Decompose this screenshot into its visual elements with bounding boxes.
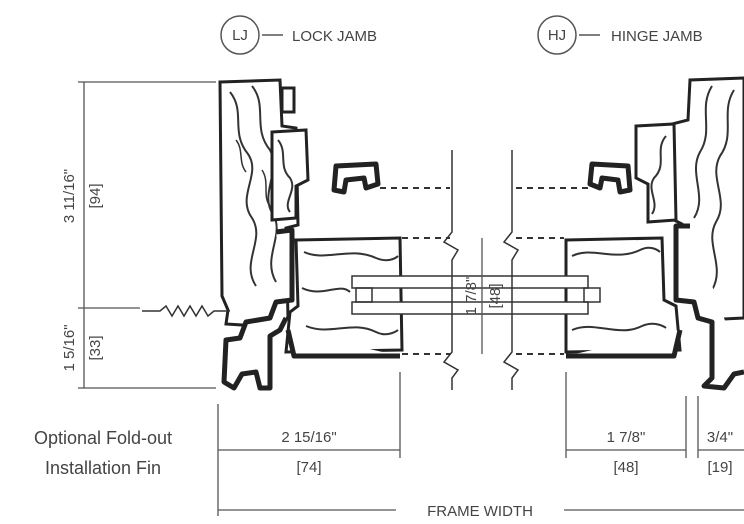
hinge-jamb-label: HINGE JAMB <box>611 28 703 45</box>
lock-jamb-sash-clad <box>285 329 400 359</box>
dim-upper-metric: [94] <box>87 183 104 208</box>
dim-glass-thickness: 1 7/8" [48] <box>463 238 504 354</box>
hinge-jamb-sash-clad <box>566 329 683 359</box>
glass-pane-inner <box>351 301 589 315</box>
installation-fin-line <box>142 304 230 318</box>
dim-fin-depth: 3/4" [19] <box>697 396 744 476</box>
lock-jamb-badge <box>220 15 260 55</box>
dim-lock-depth: 2 15/16" [74] <box>217 372 401 516</box>
fin-note-line1: Optional Fold-out <box>34 428 172 448</box>
lock-jamb-sash-wood <box>284 236 404 354</box>
dim-lower-height: 1 5/16" [33] <box>61 307 216 389</box>
dim-glass-metric: [48] <box>487 283 504 308</box>
dim-lower-metric: [33] <box>87 335 104 360</box>
hinge-jamb-stop <box>634 122 678 224</box>
hinge-jamb-latch <box>587 161 633 195</box>
hinge-jamb-cladding <box>673 223 744 391</box>
fin-note: Optional Fold-out Installation Fin <box>34 428 172 478</box>
hinge-jamb-sash-grain <box>571 322 667 332</box>
break-lines <box>442 150 520 390</box>
lock-jamb-sash-grain <box>301 287 351 293</box>
hinge-jamb-grain <box>650 135 667 215</box>
lock-jamb-sash <box>284 236 404 359</box>
dim-hinge-imperial: 1 7/8" <box>607 429 646 446</box>
lock-jamb-grain <box>277 139 294 213</box>
legend-lock-jamb: LJ LOCK JAMB <box>220 15 377 55</box>
dim-fin-imperial: 3/4" <box>707 429 733 446</box>
dim-lock-metric: [74] <box>296 459 321 476</box>
lock-jamb-stop <box>270 128 310 222</box>
lock-jamb-cladding <box>221 227 295 391</box>
dim-fin-metric: [19] <box>707 459 732 476</box>
hinge-jamb-code: HJ <box>548 27 566 44</box>
fin-note-line2: Installation Fin <box>45 458 161 478</box>
hinge-jamb-sash-grain <box>571 246 661 257</box>
lock-jamb-weatherstrip <box>280 86 296 114</box>
glass-spacer-right <box>583 287 601 303</box>
lock-jamb-label: LOCK JAMB <box>292 28 377 45</box>
dashed-guides <box>380 187 590 355</box>
dim-glass-imperial: 1 7/8" <box>463 277 480 316</box>
glass-spacer-left <box>355 287 373 303</box>
hinge-jamb-frame <box>634 76 744 391</box>
legend-hinge-jamb: HJ HINGE JAMB <box>537 15 703 55</box>
lock-jamb-latch-profile <box>331 161 381 195</box>
dim-upper-imperial: 3 11/16" <box>61 169 78 223</box>
dim-lower-imperial: 1 5/16" <box>61 324 78 371</box>
hinge-jamb-grain <box>693 85 713 219</box>
glass-unit <box>351 275 601 315</box>
hinge-jamb-latch-profile <box>587 161 633 195</box>
lock-jamb-grain <box>229 91 258 287</box>
dim-upper-height: 3 11/16" [94] <box>61 81 216 308</box>
dim-frame-width: FRAME WIDTH <box>218 503 744 520</box>
hinge-jamb-grain <box>711 89 735 291</box>
dim-hinge-metric: [48] <box>613 459 638 476</box>
installation-fin <box>142 304 230 318</box>
glass-pane-outer <box>351 275 589 289</box>
lock-jamb-code: LJ <box>232 27 248 44</box>
lock-jamb-sash-grain <box>303 251 399 262</box>
hinge-jamb-sash <box>564 236 683 359</box>
lock-jamb-latch <box>331 161 381 195</box>
dim-frame-width-label: FRAME WIDTH <box>427 503 533 520</box>
lock-jamb-grain <box>235 139 271 207</box>
hinge-jamb-badge <box>537 15 577 55</box>
dim-lock-imperial: 2 15/16" <box>281 429 336 446</box>
lock-jamb-sash-grain <box>305 325 399 336</box>
break-line-right <box>502 150 520 390</box>
dim-hinge-depth: 1 7/8" [48] <box>565 372 687 476</box>
